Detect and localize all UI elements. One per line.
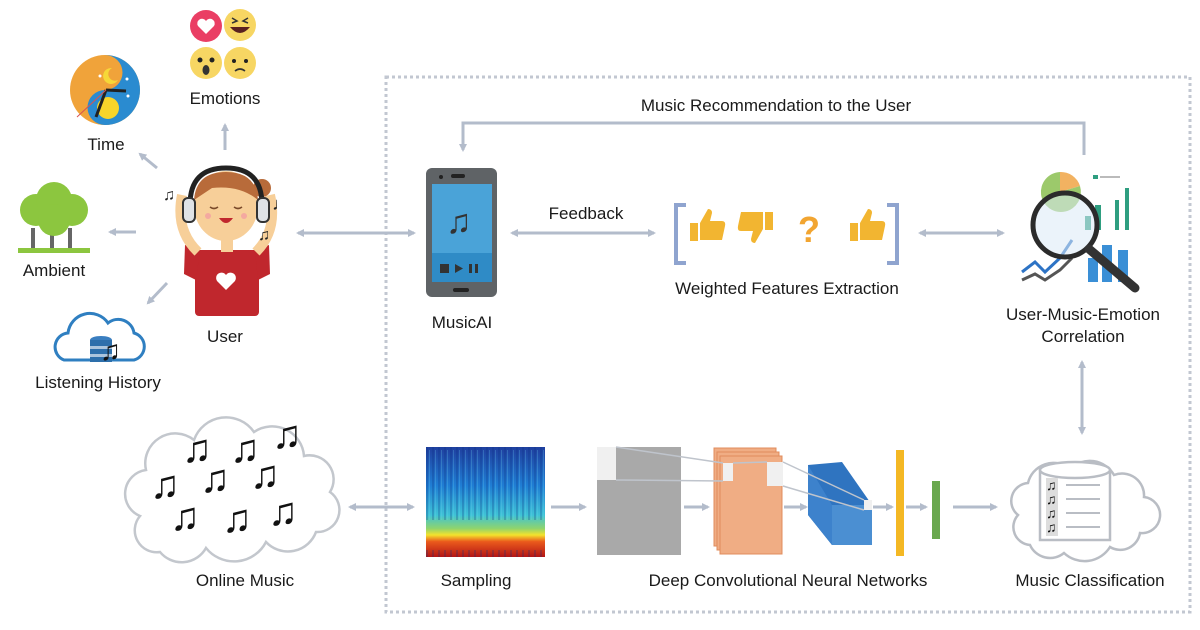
svg-text:♫: ♫ [1046,491,1057,507]
smartphone-music-icon: ♫ [426,168,497,297]
question-icon: ? [798,209,820,250]
spectrogram-icon [426,447,545,557]
day-night-clock-icon [70,55,140,125]
node-label-online-music: Online Music [195,571,295,590]
svg-text:♫: ♫ [182,427,212,471]
svg-text:♫: ♫ [100,335,121,366]
node-label-musicai: MusicAI [431,313,493,332]
svg-text:♫: ♫ [200,457,230,501]
cnn-architecture-icon [597,446,940,556]
svg-text:♩: ♩ [272,194,290,214]
system-boundary-frame [384,75,1192,614]
sad-reaction-icon [224,47,256,79]
node-label-listening-history: Listening History [35,373,161,392]
svg-text:♫: ♫ [163,187,175,204]
thumbs-up-icon [690,209,726,241]
magnifier-analytics-icon [1021,171,1140,293]
node-label-ambient: Ambient [22,261,86,280]
thumbs-vector-icon: ? [674,203,899,265]
node-label-dcnn: Deep Convolutional Neural Networks [648,571,928,590]
arrow-user-history [146,281,169,305]
edge-label-recommendation: Music Recommendation to the User [640,96,912,115]
music-cloud-icon: ♫♫♫ ♫♫♫ ♫♫♫ [123,413,341,564]
node-label-music-classification: Music Classification [1015,571,1165,590]
node-label-time: Time [87,135,125,154]
node-label-user: User [207,327,243,346]
svg-text:♫: ♫ [446,203,472,241]
node-label-correlation-line1: User-Music-Emotion [1006,305,1160,324]
edge-label-feedback: Feedback [548,204,624,223]
trees-icon [18,182,90,253]
svg-text:♫: ♫ [1046,477,1057,493]
node-label-emotions: Emotions [189,89,261,108]
svg-text:♫: ♫ [150,463,180,507]
svg-text:♫: ♫ [250,453,280,497]
girl-headphones-icon: ♫ ♩ ♫ [163,165,290,316]
svg-text:♫: ♫ [222,497,252,541]
svg-text:♫: ♫ [268,490,298,534]
svg-text:♫: ♫ [170,495,200,539]
svg-text:♫: ♫ [272,413,302,457]
cnn-fc-layer-2 [932,481,940,539]
arrow-user-time [138,152,158,170]
emoji-reactions-icon [190,9,256,79]
svg-text:♫: ♫ [1046,519,1057,535]
music-database-cloud-icon: ♫♫♫♫ [1010,459,1162,563]
wow-reaction-icon [190,47,222,79]
thumbs-down-icon [737,212,773,243]
svg-text:♫: ♫ [258,227,270,244]
laugh-reaction-icon [224,9,256,41]
thumbs-up-icon [850,209,886,241]
arrow-recommendation [459,121,1086,155]
svg-text:♫: ♫ [230,427,260,471]
node-label-sampling: Sampling [440,571,512,590]
cloud-music-database-icon: ♫ [53,312,146,366]
node-label-weighted-features: Weighted Features Extraction [675,279,899,298]
svg-text:♫: ♫ [1046,505,1057,521]
node-label-correlation-line2: Correlation [1041,327,1125,346]
cnn-fc-layer-1 [896,450,904,556]
